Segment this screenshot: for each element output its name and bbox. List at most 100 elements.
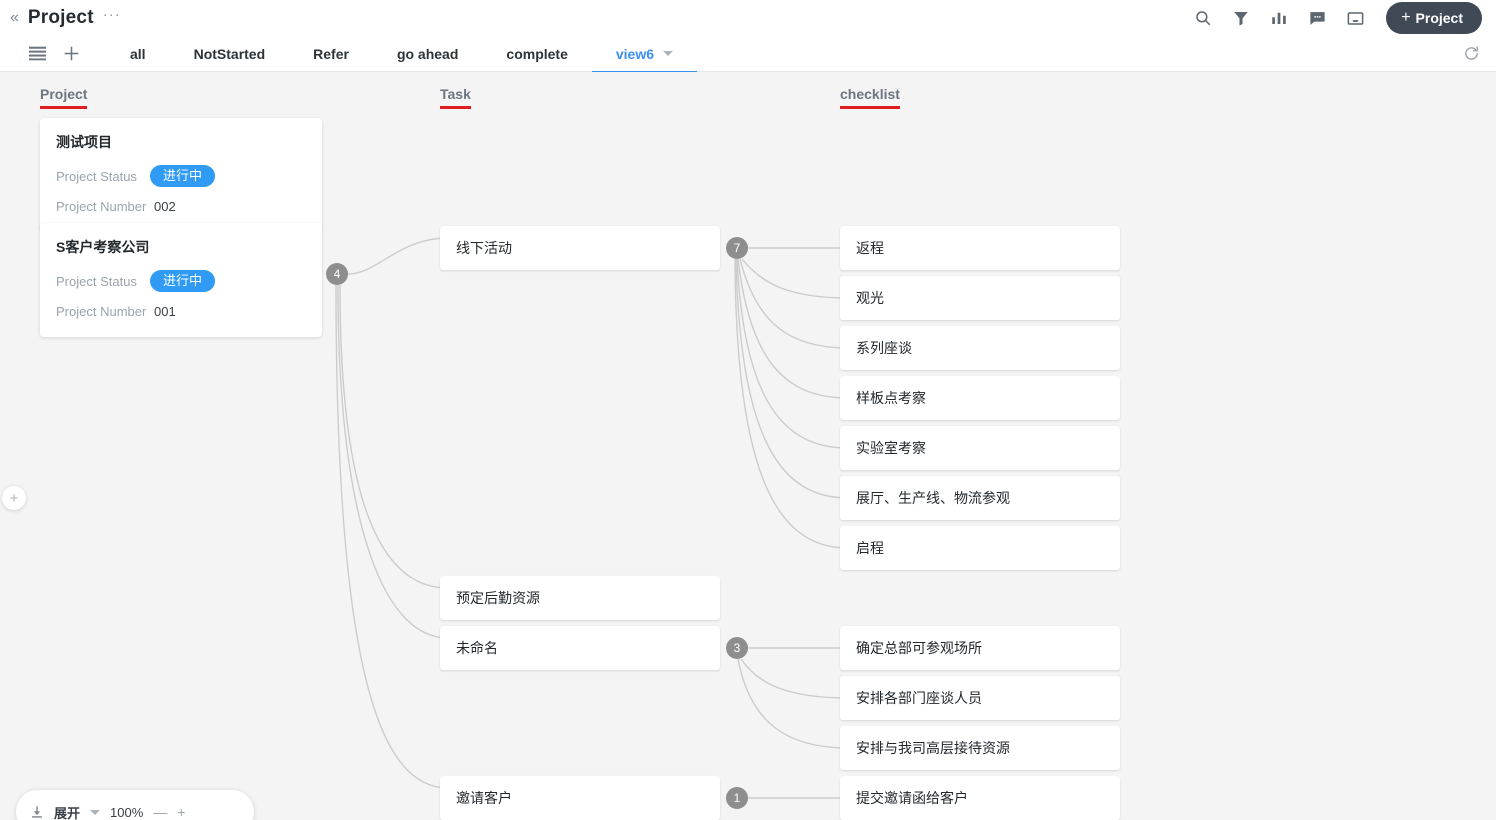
checklist-node[interactable]: 确定总部可参观场所 [840,626,1120,670]
status-badge: 进行中 [150,269,216,293]
checklist-node[interactable]: 返程 [840,226,1120,270]
checklist-label: 安排各部门座谈人员 [856,690,982,706]
checklist-node[interactable]: 系列座谈 [840,326,1120,370]
connector-path [339,284,449,589]
project-number-row: Project Number 001 [56,299,306,323]
tab-label: all [130,45,146,62]
task-label: 线下活动 [456,240,512,256]
app-header: « Project ··· [0,0,1496,36]
inbox-icon[interactable] [1344,7,1366,29]
checklist-node[interactable]: 实验室考察 [840,426,1120,470]
checklist-node[interactable]: 样板点考察 [840,376,1120,420]
project-number-label: Project Number [56,303,147,319]
tab-complete[interactable]: complete [482,36,591,72]
checklist-node[interactable]: 安排各部门座谈人员 [840,676,1120,720]
zoom-level-value: 100% [110,804,144,820]
project-card[interactable]: S客户考察公司 Project Status 进行中 Project Numbe… [40,223,322,337]
project-number-value: 001 [154,303,176,319]
tab-view6[interactable]: view6 [591,36,698,73]
tab-label: complete [506,45,568,62]
search-icon[interactable] [1192,7,1214,29]
connector-path [741,258,849,299]
tab-label: NotStarted [193,45,266,62]
column-header-checklist: checklist [840,86,900,109]
checklist-node[interactable]: 展厅、生产线、物流参观 [840,476,1120,520]
task-label: 未命名 [456,640,498,656]
connector-path [737,258,849,399]
page-title: Project [27,7,94,28]
checklist-label: 安排与我司高层接待资源 [856,740,1010,756]
checklist-label: 返程 [856,240,884,256]
view-tabbar: all NotStarted Refer go ahead complete v… [0,36,1496,73]
checklist-label: 确定总部可参观场所 [856,640,982,656]
column-header-project: Project [40,86,88,109]
project-status-row: Project Status 进行中 [56,164,306,188]
filter-icon[interactable] [1230,7,1252,29]
child-count-badge[interactable]: 4 [326,263,348,285]
status-badge: 进行中 [150,164,216,188]
add-project-label: Project [1415,10,1463,26]
download-icon[interactable] [30,805,44,819]
connector-path [335,284,449,789]
project-status-label: Project Status [56,273,137,289]
tab-label: view6 [615,45,655,62]
connector-path [337,284,449,639]
checklist-label: 展厅、生产线、物流参观 [856,490,1010,506]
task-node[interactable]: 未命名 [440,626,720,670]
tab-go-ahead[interactable]: go ahead [373,36,482,72]
canvas-toolbar: 展开 100% — + [16,790,254,820]
chart-icon[interactable] [1268,7,1290,29]
zoom-in-button[interactable]: + [177,804,186,820]
connector-path [347,237,449,275]
checklist-label: 启程 [856,540,884,556]
tab-refer[interactable]: Refer [289,36,373,72]
tab-list: all NotStarted Refer go ahead complete v… [106,36,698,73]
connector-path [739,258,849,349]
task-node[interactable]: 邀请客户 [440,776,720,820]
project-card[interactable]: 测试项目 Project Status 进行中 Project Number 0… [40,118,322,232]
checklist-node[interactable]: 安排与我司高层接待资源 [840,726,1120,770]
checklist-node[interactable]: 观光 [840,276,1120,320]
child-count-badge[interactable]: 7 [726,237,748,259]
task-label: 预定后勤资源 [456,590,540,606]
checklist-node[interactable]: 启程 [840,526,1120,570]
chevron-down-icon[interactable] [90,809,101,815]
connector-path [736,258,849,449]
add-node-button[interactable]: + [2,486,26,510]
collapse-sidebar-icon[interactable]: « [10,9,19,26]
refresh-icon[interactable] [1463,45,1480,62]
checklist-label: 观光 [856,290,884,306]
connector-path [735,258,849,499]
zoom-out-button[interactable]: — [153,804,168,820]
checklist-node[interactable]: 提交邀请函给客户 [840,776,1120,820]
tab-all[interactable]: all [106,36,170,72]
task-node[interactable]: 线下活动 [440,226,720,270]
connector-path [740,658,849,699]
child-count-badge[interactable]: 1 [726,787,748,809]
tab-label: Refer [313,45,349,62]
header-actions: + Project [1192,2,1496,34]
chevron-down-icon[interactable] [663,51,674,56]
list-icon[interactable] [24,43,50,65]
project-title: S客户考察公司 [56,239,150,255]
plus-icon: + [9,489,19,507]
add-view-icon[interactable] [58,43,84,65]
task-label: 邀请客户 [456,790,512,806]
project-number-row: Project Number 002 [56,194,306,218]
checklist-label: 样板点考察 [856,390,926,406]
mindmap-canvas[interactable]: Project Task checklist 测试项目 Project Stat… [0,72,1496,820]
project-status-row: Project Status 进行中 [56,269,306,293]
plus-icon: + [1401,9,1411,26]
task-node[interactable]: 预定后勤资源 [440,576,720,620]
child-count-badge[interactable]: 3 [726,637,748,659]
connector-path [737,658,849,749]
column-header-task: Task [440,86,471,109]
layout-mode-label[interactable]: 展开 [54,805,81,820]
checklist-label: 系列座谈 [856,340,912,356]
project-status-label: Project Status [56,168,137,184]
comment-icon[interactable] [1306,7,1328,29]
add-project-button[interactable]: + Project [1386,2,1482,34]
title-more-icon[interactable]: ··· [102,5,121,23]
tab-notstarted[interactable]: NotStarted [170,36,290,72]
